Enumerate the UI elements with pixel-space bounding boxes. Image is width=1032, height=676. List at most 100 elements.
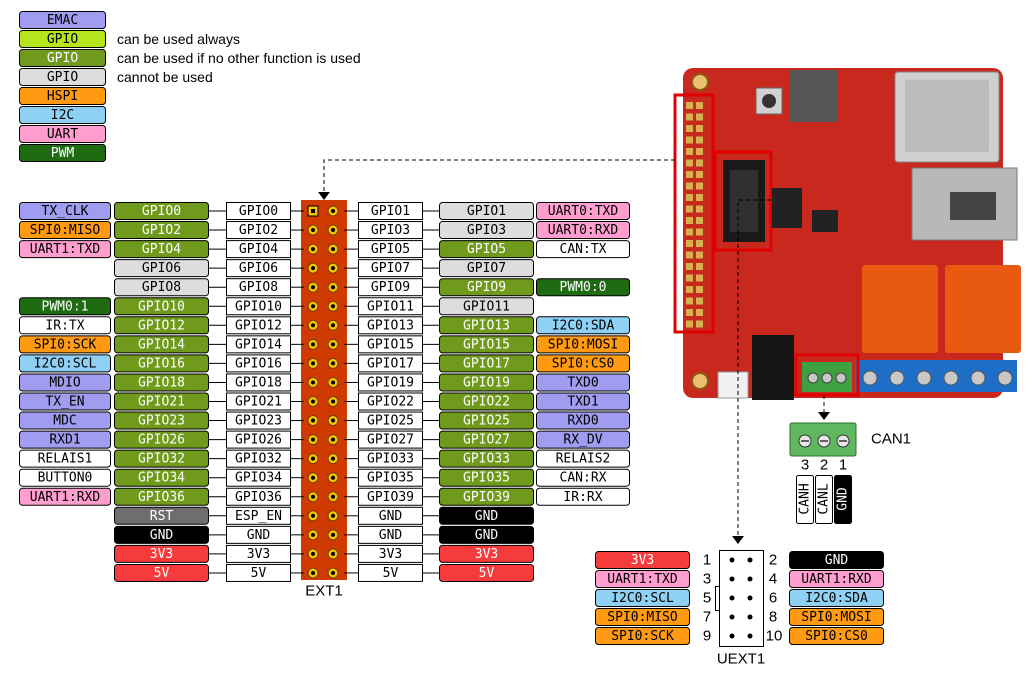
ext1-pin-left: GPIO23 xyxy=(226,411,291,430)
ext1-gpio-right-text: GPIO19 xyxy=(463,375,510,390)
ext1-function-left-bg xyxy=(19,449,111,468)
can1-signal: GND xyxy=(834,475,852,524)
ext1-gpio-left: GPIO14 xyxy=(114,335,209,354)
ext1-gpio-right-text: GPIO22 xyxy=(463,395,510,410)
battery-connector xyxy=(717,371,749,399)
terminal-screw xyxy=(821,372,833,384)
ext1-gpio-left: GPIO8 xyxy=(114,278,209,297)
ext1-function-right: SPI0:CS0 xyxy=(536,354,630,373)
terminal-screw xyxy=(835,372,847,384)
ext1-gpio-right-text: GPIO39 xyxy=(463,490,510,505)
ext1-pin-hole xyxy=(331,532,335,537)
uext1-pin-number: 3 xyxy=(703,571,711,588)
ext1-pin-left-text: GPIO10 xyxy=(235,299,282,314)
ext1-gpio-right-bg xyxy=(439,316,534,335)
board-header-pin xyxy=(686,205,693,213)
board-header-pin xyxy=(696,159,703,167)
ext1-function-right: IR:RX xyxy=(536,487,630,506)
legend-swatch-text: UART xyxy=(47,127,78,142)
relay-terminal-block xyxy=(855,360,1017,392)
ext1-function-left-text: SPI0:MISO xyxy=(30,223,101,238)
ext1-pin-left-text: GPIO8 xyxy=(239,280,278,295)
legend-swatch-bg xyxy=(19,49,106,67)
ext1-pin-hole xyxy=(311,418,315,423)
ext1-pin-right: 5V xyxy=(358,563,423,582)
ext1-function-left-bg xyxy=(19,240,111,259)
ext1-pin-left: GPIO0 xyxy=(226,202,291,220)
uext1-pin xyxy=(747,614,753,620)
ext1-gpio-right-text: GND xyxy=(475,509,499,524)
ext1-function-left-text: I2C0:SCL xyxy=(34,356,97,371)
ext1-function-right-text: SPI0:CS0 xyxy=(552,356,615,371)
legend-swatch-text: HSPI xyxy=(47,89,78,104)
ext1-gpio-right-bg xyxy=(439,373,534,392)
ethernet-port xyxy=(950,192,996,220)
ext1-pin-right-text: GPIO33 xyxy=(367,452,414,467)
ext1-pin-hole xyxy=(311,342,315,347)
ext1-function-left-text: TX_EN xyxy=(45,395,84,410)
ext1-function-right-bg xyxy=(536,411,630,430)
ext1-pin-left: GPIO6 xyxy=(226,259,291,278)
ext1-gpio-left-text: GPIO10 xyxy=(138,299,185,314)
ext1-pin-hole xyxy=(311,494,315,499)
board-header-pin xyxy=(696,182,703,190)
ext1-gpio-right-text: GPIO5 xyxy=(467,242,506,257)
board-header-pin xyxy=(696,274,703,282)
ext1-function-left: UART1:TXD xyxy=(19,240,111,259)
ext1-function-right-text: UART0:TXD xyxy=(548,204,619,219)
ext1-gpio-right: GPIO7 xyxy=(439,259,534,278)
ext1-function-right-bg xyxy=(536,221,630,240)
ext1-gpio-right-text: GPIO3 xyxy=(467,223,506,238)
ext1-pin-left-text: GPIO2 xyxy=(239,223,278,238)
uext1-signal-left-text: SPI0:SCK xyxy=(611,629,674,644)
microsd-slot xyxy=(790,70,838,122)
ext1-pin-left: GPIO21 xyxy=(226,392,291,411)
ext1-function-right-text: RXD0 xyxy=(567,414,598,429)
board-header-pin xyxy=(686,320,693,328)
ext1-pin-left-text: GND xyxy=(247,528,271,543)
ext1-gpio-right-text: 3V3 xyxy=(475,547,498,562)
ext1-pin-right-text: GPIO19 xyxy=(367,375,414,390)
ext1-gpio-left-text: 3V3 xyxy=(150,547,173,562)
uext1-pin-number: 7 xyxy=(703,609,711,626)
can1-pin-number: 1 xyxy=(839,457,847,474)
ext1-gpio-right: GPIO1 xyxy=(439,202,534,220)
ext1-pin-left-text: GPIO16 xyxy=(235,356,282,371)
ext1-gpio-left: 5V xyxy=(114,563,209,582)
board-header-pin xyxy=(696,240,703,247)
ext1-header-strip xyxy=(301,200,347,580)
ext1-gpio-right: GPIO11 xyxy=(439,297,534,316)
ext1-pin-right-text: GPIO27 xyxy=(367,433,414,448)
can1-arrowhead xyxy=(818,412,830,420)
board-header-pin xyxy=(686,309,693,316)
ext1-gpio-right-text: GPIO15 xyxy=(463,337,510,352)
ext1-pin-hole xyxy=(331,513,335,518)
ext1-gpio-right-bg xyxy=(439,506,534,525)
board-header-pin xyxy=(686,182,693,190)
ext1-function-right-text: CAN:RX xyxy=(560,471,607,486)
ext1-pin-left-text: 5V xyxy=(251,566,267,581)
ext1-gpio-right-text: GPIO11 xyxy=(463,299,510,314)
ext1-gpio-right: GPIO13 xyxy=(439,316,534,335)
ext1-pin-left: GPIO36 xyxy=(226,487,291,506)
ext1-pin-left-text: GPIO34 xyxy=(235,471,282,486)
ext1-gpio-right: GPIO15 xyxy=(439,335,534,354)
ext1-pin-right: GPIO13 xyxy=(358,316,423,335)
uext1-signal-right-bg xyxy=(789,627,884,645)
can1-signal: CANL xyxy=(815,475,833,524)
ext1-gpio-right: GND xyxy=(439,525,534,544)
ext1-pin-hole xyxy=(331,285,335,290)
ext1-function-right-text: RELAIS2 xyxy=(556,452,611,467)
ext1-function-left: SPI0:MISO xyxy=(19,221,111,240)
ext1-function-left: UART1:RXD xyxy=(19,487,111,506)
uext1-pin-number: 2 xyxy=(769,552,777,569)
ext1-gpio-right-text: GPIO7 xyxy=(467,261,506,276)
ext1-gpio-right-bg xyxy=(439,430,534,449)
board-header-pin xyxy=(686,217,693,224)
board-header-pin xyxy=(696,217,703,224)
board-header-pin xyxy=(686,136,693,144)
ext1-pin-hole xyxy=(331,361,335,366)
ext1-pin-left: GPIO4 xyxy=(226,240,291,259)
ext1-pin-hole xyxy=(331,494,335,499)
